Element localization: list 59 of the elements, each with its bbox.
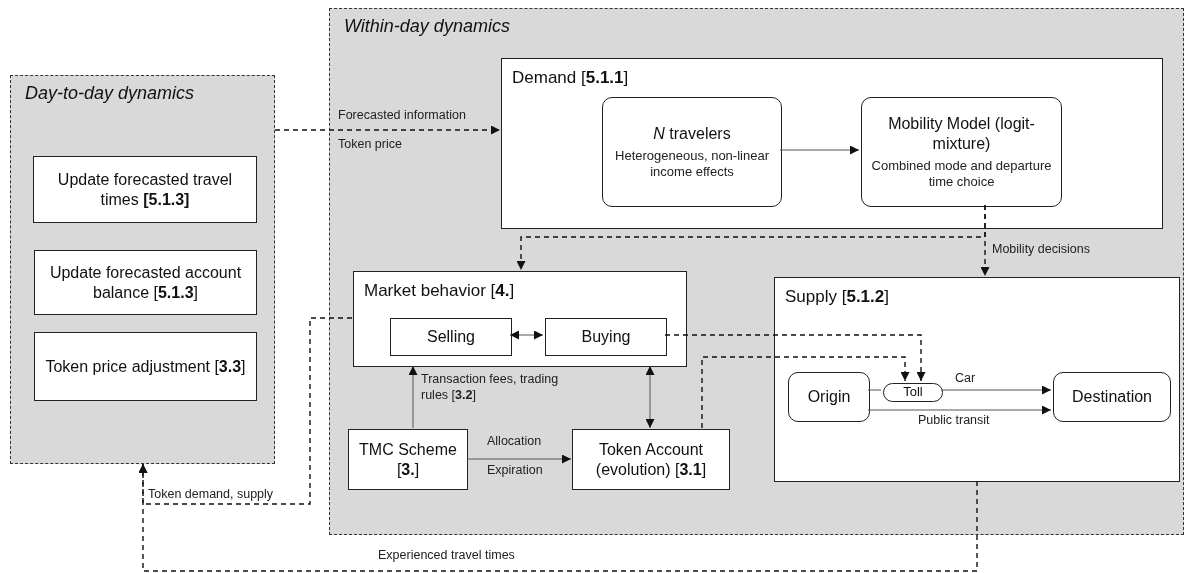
box-title: Market behavior [4.]: [364, 280, 515, 302]
box-description: Combined mode and departure time choice: [870, 157, 1053, 191]
edge-label: Allocation: [487, 434, 543, 450]
line-note: Token price: [338, 137, 403, 153]
rounded-box: [1053, 372, 1171, 422]
rounded-box: [602, 97, 782, 207]
process-box: [390, 318, 512, 356]
edge-label: Car: [955, 371, 977, 387]
arrow: [509, 330, 544, 340]
box-label: Update forecasted travel times [5.1.3]: [56, 169, 234, 210]
arrow: [779, 145, 860, 155]
box-label: Token price adjustment [3.3]: [45, 356, 246, 377]
box-title: Demand [5.1.1]: [512, 67, 629, 89]
arrow: [940, 385, 1052, 395]
group-panel: [10, 75, 275, 464]
edge-label: Mobility decisions: [992, 242, 1091, 258]
edge-label: Public transit: [918, 413, 991, 429]
arrow: [408, 365, 418, 429]
arrow: [867, 405, 1052, 415]
box-description: Heterogeneous, non-linear income effects: [614, 147, 770, 181]
rounded-box: [861, 97, 1062, 207]
process-box: [34, 332, 257, 401]
rounded-box: [788, 372, 870, 422]
box-title: Mobility Model (logit-mixture): [887, 113, 1036, 154]
edge-label: Token demand, supply: [148, 487, 275, 503]
box-label: Buying: [581, 327, 631, 347]
box-label: Selling: [427, 327, 475, 347]
process-box: [501, 58, 1163, 229]
arrow: [645, 365, 655, 429]
box-label: Destination: [1071, 387, 1152, 407]
edge-label: Experienced travel times: [378, 548, 516, 564]
process-box: [572, 429, 730, 490]
box-title: Supply [5.1.2]: [785, 286, 889, 308]
arrow: [274, 125, 501, 135]
group-panel: [329, 8, 1184, 535]
arrow: [980, 204, 990, 277]
box-title: N travelers: [653, 123, 731, 144]
box-label: Toll: [903, 384, 923, 401]
group-title: Day-to-day dynamics: [25, 82, 195, 105]
process-box: [33, 156, 257, 223]
arrow: [701, 356, 910, 429]
arrow: [466, 454, 572, 464]
box-label: Update forecasted account balance [5.1.3]: [48, 262, 243, 303]
process-box: [545, 318, 667, 356]
box-label: Origin: [807, 387, 851, 407]
box-label: TMC Scheme [3.]: [358, 439, 458, 480]
edge-label: Transaction fees, trading rules [3.2]: [421, 372, 560, 404]
process-box: [34, 250, 257, 315]
process-box: [353, 271, 687, 367]
group-title: Within-day dynamics: [344, 15, 510, 38]
edge-label: Forecasted information: [338, 108, 467, 124]
arrow: [138, 463, 978, 572]
rounded-box: [883, 383, 943, 402]
line-note: Expiration: [487, 463, 544, 479]
arrow: [664, 334, 926, 382]
box-label: Token Account (evolution) [3.1]: [594, 439, 708, 480]
connector-line: [867, 389, 882, 391]
process-box: [348, 429, 468, 490]
process-box: [774, 277, 1180, 482]
